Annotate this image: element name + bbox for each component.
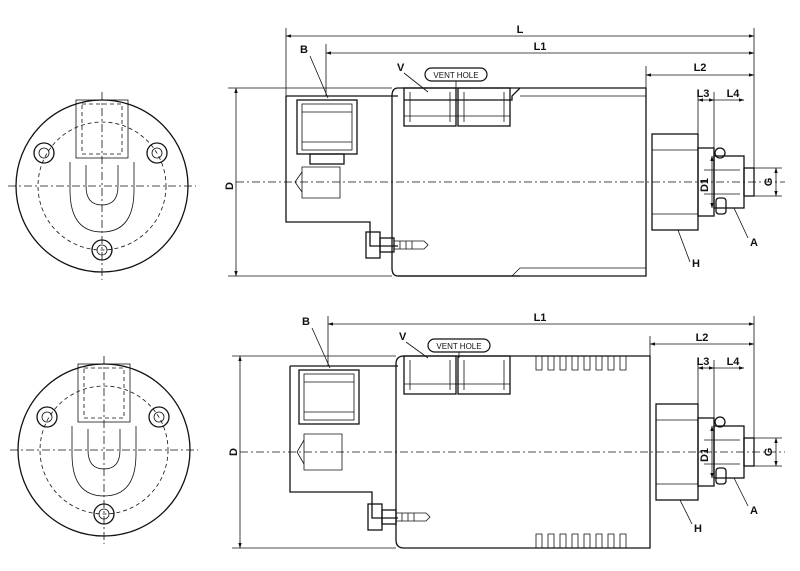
label-V: V (397, 62, 405, 74)
label-D: D (224, 182, 236, 190)
label-L2: L2 (694, 62, 707, 74)
bolt-hole-left (33, 142, 55, 164)
dimension-G: G (754, 437, 782, 467)
inlet-block (289, 365, 431, 531)
bolt-hole-bottom (91, 239, 113, 261)
rotor-end (655, 403, 755, 501)
port-outline (71, 363, 137, 497)
callout-H: H (679, 499, 702, 535)
callout-B: B (300, 44, 329, 99)
bolt-hole-bottom (93, 503, 115, 525)
main-body (391, 87, 647, 277)
bottom-end-view (10, 356, 198, 544)
label-D: D (228, 448, 240, 456)
dimension-G: G (754, 167, 782, 197)
callout-A: A (733, 207, 758, 249)
label-V: V (399, 331, 407, 343)
dimension-L2: L2 (645, 62, 755, 88)
dimension-D: D (228, 355, 396, 549)
cooling-fins-top (535, 355, 627, 371)
bottom-side-view: L1 L2 L3 L4 D D1 G (228, 312, 785, 549)
label-A: A (750, 237, 758, 249)
main-body (395, 355, 651, 549)
dimension-D1: D1 (699, 425, 714, 479)
label-A: A (750, 505, 758, 517)
top-end-view (8, 92, 196, 280)
label-G: G (763, 448, 775, 457)
label-vent-hole: VENT HOLE (436, 342, 481, 351)
callout-B: B (302, 316, 331, 369)
label-B: B (300, 44, 308, 56)
dimension-D1: D1 (699, 155, 714, 209)
dimension-L1: L1 (327, 312, 755, 438)
dimension-L3-L4: L3 L4 (697, 88, 745, 148)
label-D1: D1 (699, 448, 711, 462)
bolt-hole-left (36, 406, 58, 428)
dimension-L1: L1 (325, 41, 755, 96)
label-L3: L3 (697, 356, 710, 368)
callout-A: A (733, 477, 758, 517)
label-G: G (763, 178, 775, 187)
top-side-view: L L1 L2 L3 L4 D D1 (224, 24, 785, 277)
bolt-hole-right (148, 406, 170, 428)
dimension-L2: L2 (649, 332, 755, 356)
label-L2: L2 (696, 332, 709, 344)
dimension-L3-L4: L3 L4 (697, 356, 745, 418)
callout-V: V (397, 62, 429, 93)
label-L4: L4 (727, 356, 741, 368)
label-H: H (692, 258, 700, 270)
label-vent-hole: VENT HOLE (433, 71, 478, 80)
callout-vent-hole: VENT HOLE (427, 338, 491, 358)
dimension-D: D (224, 87, 392, 277)
label-L: L (517, 24, 524, 36)
label-D1: D1 (699, 178, 711, 192)
callout-V: V (399, 331, 429, 359)
callout-vent-hole: VENT HOLE (424, 67, 488, 90)
cooling-fins-bottom (535, 533, 627, 549)
label-L1: L1 (534, 312, 547, 324)
label-L1: L1 (534, 41, 547, 53)
port-outline (69, 99, 135, 233)
label-H: H (694, 523, 702, 535)
label-L3: L3 (697, 88, 710, 100)
inlet-block (285, 95, 429, 259)
bolt-hole-right (146, 142, 168, 164)
rotor-end (651, 133, 755, 231)
label-L4: L4 (727, 88, 741, 100)
callout-H: H (677, 229, 700, 270)
label-B: B (302, 316, 310, 328)
